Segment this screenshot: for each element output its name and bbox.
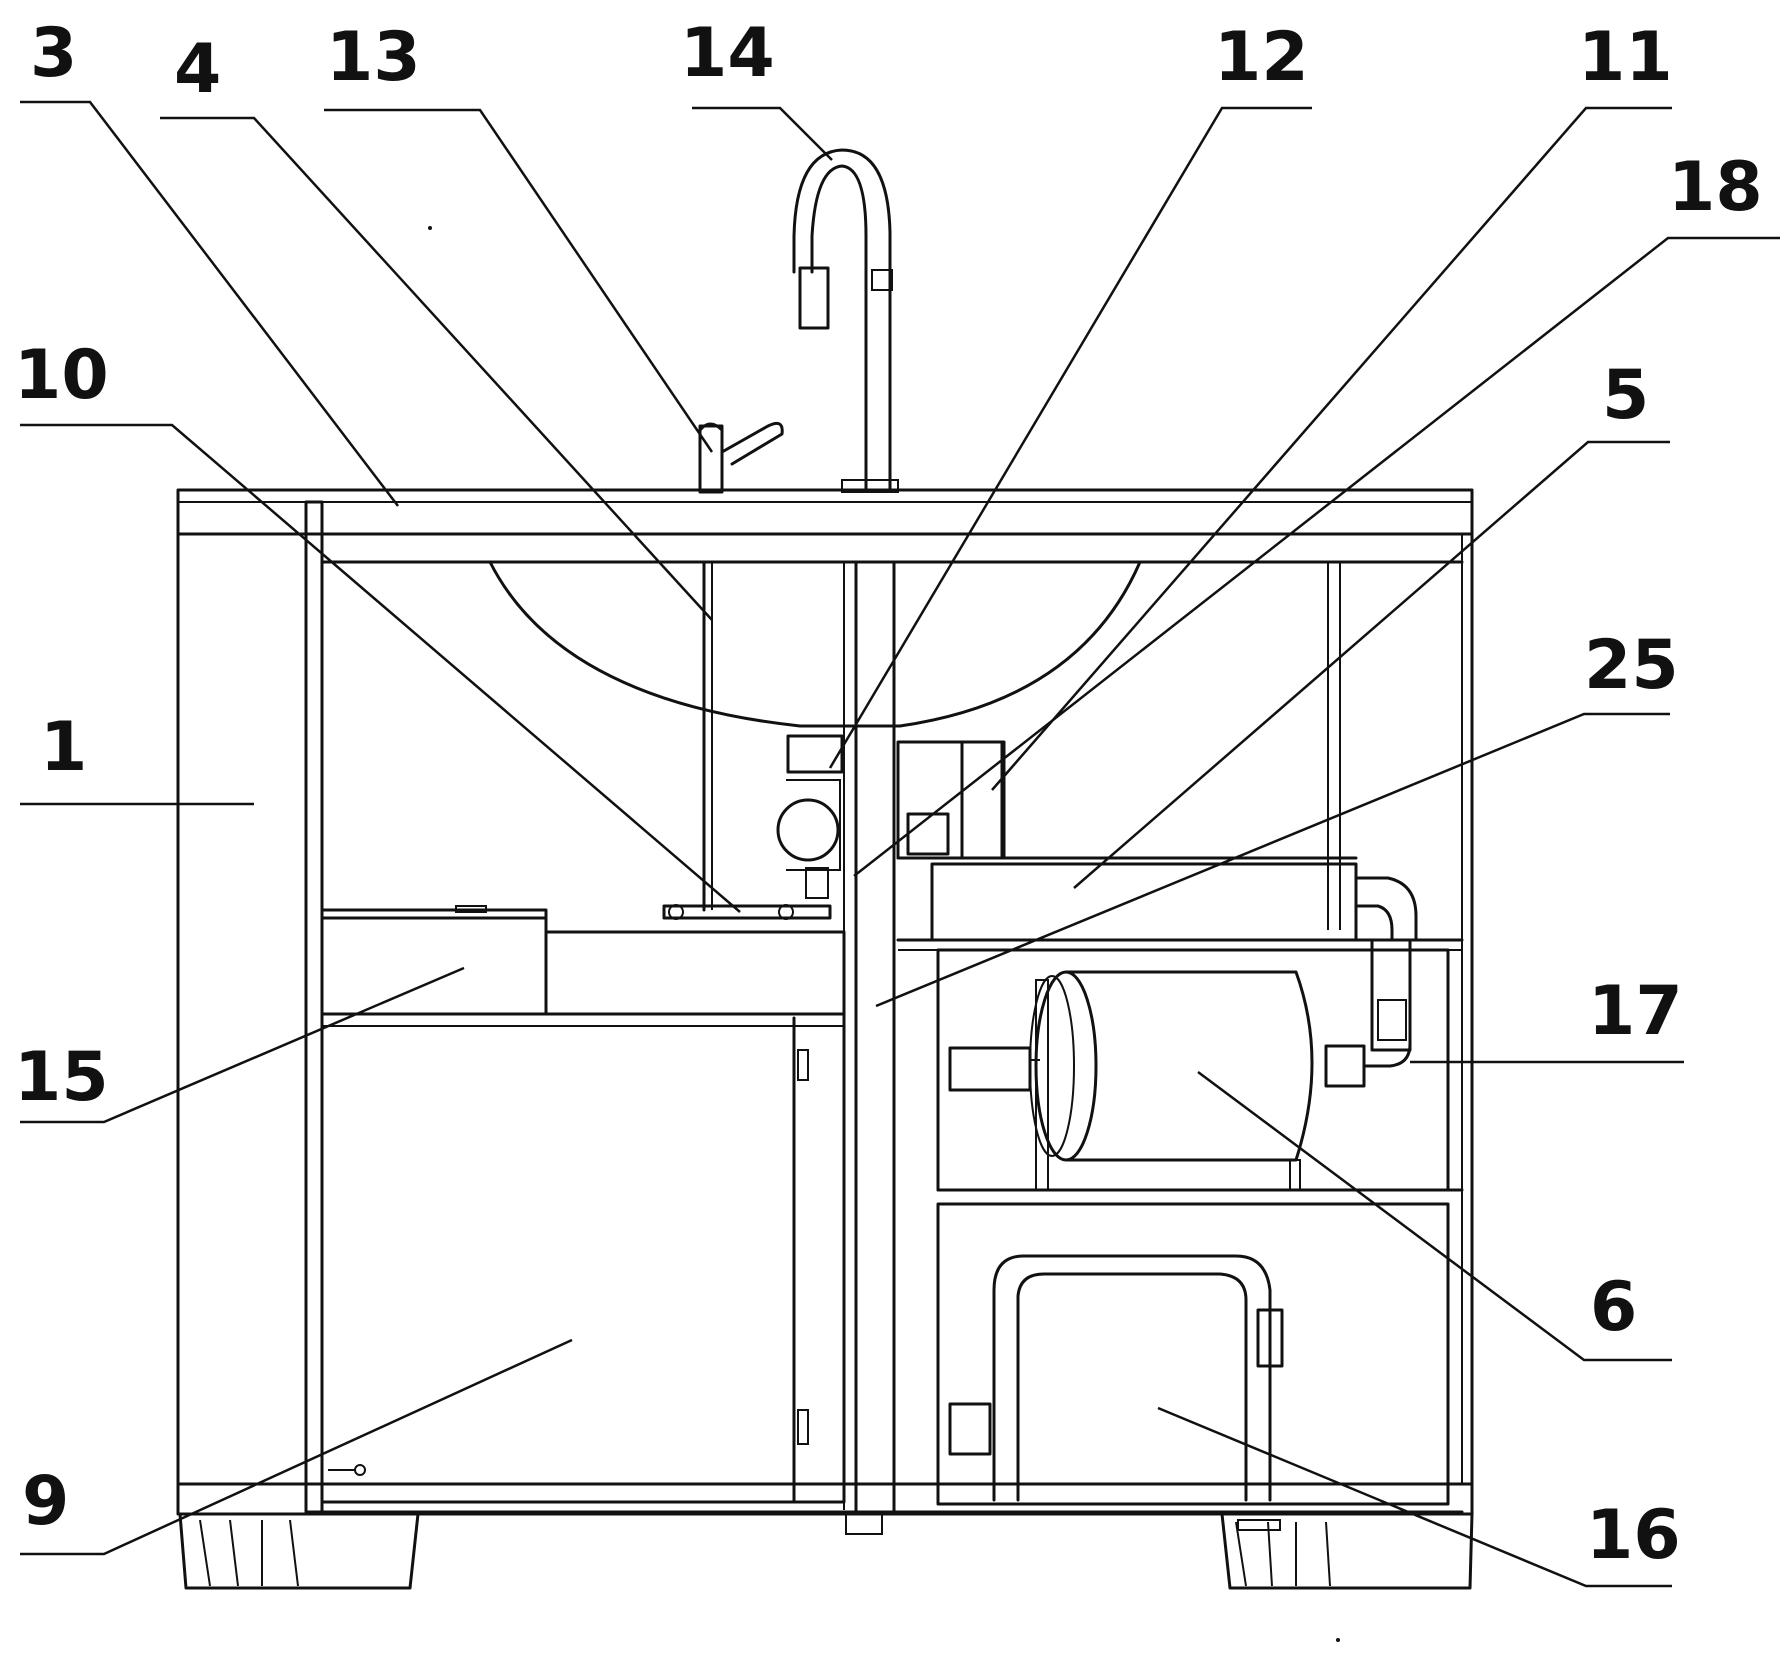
water-tank xyxy=(896,856,1464,951)
label-12: 12 xyxy=(1214,18,1309,97)
label-3: 3 xyxy=(30,14,77,93)
side-pipe xyxy=(1362,938,1412,1068)
label-1: 1 xyxy=(40,708,87,787)
label-25: 25 xyxy=(1584,626,1679,705)
label-4: 4 xyxy=(174,30,221,109)
label-5: 5 xyxy=(1602,356,1649,435)
label-6: 6 xyxy=(1590,1268,1637,1347)
faucet xyxy=(792,148,899,493)
filter-cartridge xyxy=(948,970,1366,1191)
speck xyxy=(428,226,432,230)
lower-cabinet xyxy=(320,1012,846,1504)
part-labels: 1 3 4 5 6 9 10 11 12 13 14 15 16 17 18 2… xyxy=(14,14,1763,1575)
label-15: 15 xyxy=(14,1038,109,1117)
cabinet-body xyxy=(176,488,1474,1516)
label-17: 17 xyxy=(1588,972,1683,1051)
label-10: 10 xyxy=(14,336,109,415)
control-tap xyxy=(698,421,784,494)
cabinet-feet xyxy=(178,1512,1474,1590)
control-box xyxy=(320,905,846,1016)
label-11: 11 xyxy=(1578,18,1673,97)
drain-valve xyxy=(776,734,844,899)
filter-compartment xyxy=(936,948,1464,1506)
label-13: 13 xyxy=(326,18,421,97)
lever-assembly xyxy=(662,904,832,920)
sink-basin xyxy=(488,560,1142,728)
speck xyxy=(1336,1638,1340,1642)
leader-lines xyxy=(20,100,1780,1588)
label-18: 18 xyxy=(1668,148,1763,227)
label-16: 16 xyxy=(1586,1496,1681,1575)
label-14: 14 xyxy=(680,14,775,93)
label-9: 9 xyxy=(22,1462,69,1541)
pump-unit xyxy=(948,1254,1284,1502)
